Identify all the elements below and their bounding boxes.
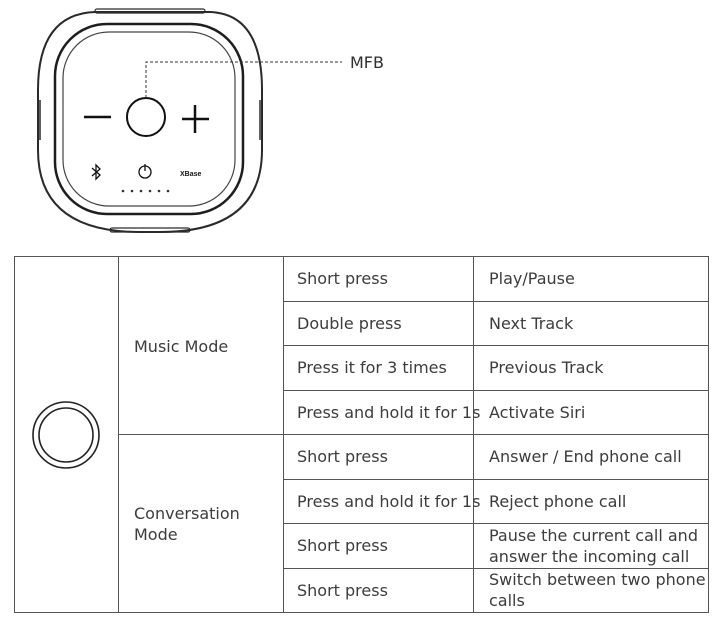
table-border-bottom — [14, 612, 709, 613]
mfb-button-icon — [32, 401, 100, 469]
table-cell-action: Press it for 3 times — [297, 358, 447, 377]
mfb-button[interactable] — [126, 97, 166, 137]
bottom-slot — [109, 227, 191, 233]
mfb-callout-label: MFB — [350, 53, 384, 72]
indicator-dots — [121, 189, 170, 193]
bluetooth-icon — [91, 163, 101, 181]
table-cell-action: Short press — [297, 269, 388, 288]
row-divider — [283, 479, 709, 480]
speaker-device-illustration: XBase — [37, 8, 342, 233]
plus-icon — [182, 105, 209, 133]
table-cell-action: Short press — [297, 580, 388, 600]
power-icon — [138, 164, 152, 179]
table-cell-action: Press and hold it for 1s — [297, 402, 481, 422]
table-cell-result: Reject phone call — [489, 491, 627, 511]
table-cell-action: Press and hold it for 1s — [297, 491, 481, 511]
control-panel-inner — [62, 31, 236, 207]
table-cell-result: Pause the current call and answer the in… — [489, 525, 698, 566]
row-divider — [283, 568, 709, 569]
row-divider — [283, 345, 709, 346]
row-divider — [283, 523, 709, 524]
table-cell-result: Activate Siri — [489, 402, 586, 422]
brand-logo: XBase — [180, 171, 202, 178]
top-slot — [94, 8, 206, 14]
table-cell-result: Previous Track — [489, 358, 604, 377]
mfb-leader-line — [145, 61, 342, 98]
table-cell-result: Play/Pause — [489, 269, 575, 288]
row-divider — [283, 301, 709, 302]
table-cell-action: Short press — [297, 536, 388, 555]
mode-name-music: Music Mode — [134, 336, 229, 356]
mode-divider — [118, 434, 709, 435]
table-cell-result: Next Track — [489, 313, 574, 333]
table-cell-result: Answer / End phone call — [489, 447, 682, 466]
table-cell-action: Short press — [297, 447, 388, 466]
mode-name-conversation: Conversation Mode — [134, 504, 240, 544]
table-cell-action: Double press — [297, 313, 402, 333]
control-panel-outer — [53, 22, 245, 216]
table-border-top — [14, 256, 709, 257]
table-border-left — [14, 256, 15, 613]
mfb-functions-table: Music Mode Conversation Mode Short press… — [14, 256, 709, 613]
table-cell-result: Switch between two phone calls — [489, 570, 706, 610]
row-divider — [283, 390, 709, 391]
